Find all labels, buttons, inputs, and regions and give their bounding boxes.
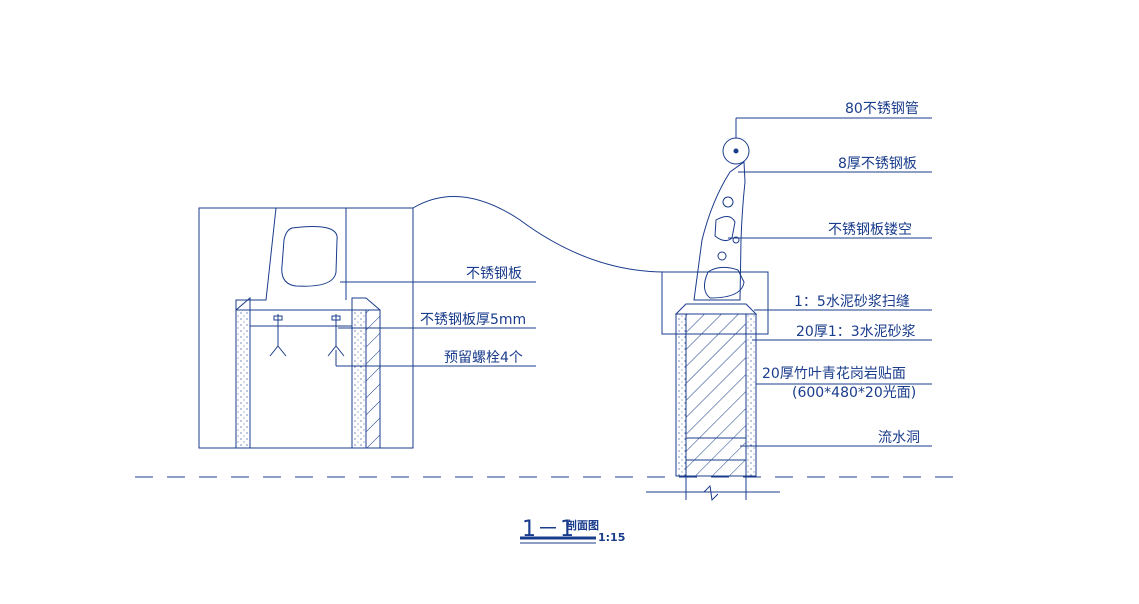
pillar-cap (674, 303, 758, 315)
section-scale: 1:15 (598, 531, 626, 544)
label-drain: 流水洞 (878, 430, 920, 446)
detail-hollow (281, 226, 338, 287)
label-granite-1: 20厚竹叶青花岗岩贴面 (762, 366, 906, 382)
rail-support-plate (693, 161, 746, 301)
label-plate-5mm: 不锈钢板厚5mm (420, 312, 527, 328)
anchor-bolt-2 (327, 314, 345, 357)
anchor-bolt-1 (269, 314, 287, 357)
label-steel-plate: 不锈钢板 (466, 266, 522, 282)
label-steel-plate-8: 8厚不锈钢板 (838, 156, 917, 172)
label-bolts: 预留螺栓4个 (444, 350, 523, 366)
section-title-suffix: 剖面图 (566, 519, 599, 532)
detail-callout-curve (412, 196, 769, 335)
label-mortar-20: 20厚1：3水泥砂浆 (796, 324, 916, 340)
section-title: 1－1 (522, 517, 575, 542)
pillar-core (685, 313, 747, 477)
label-steel-pipe: 80不锈钢管 (845, 101, 919, 117)
label-granite-2: (600*480*20光面) (792, 385, 917, 401)
label-plate-hollow: 不锈钢板镂空 (828, 222, 912, 238)
label-mortar-joint: 1：5水泥砂浆扫缝 (794, 294, 910, 310)
drain-hole (685, 437, 747, 461)
